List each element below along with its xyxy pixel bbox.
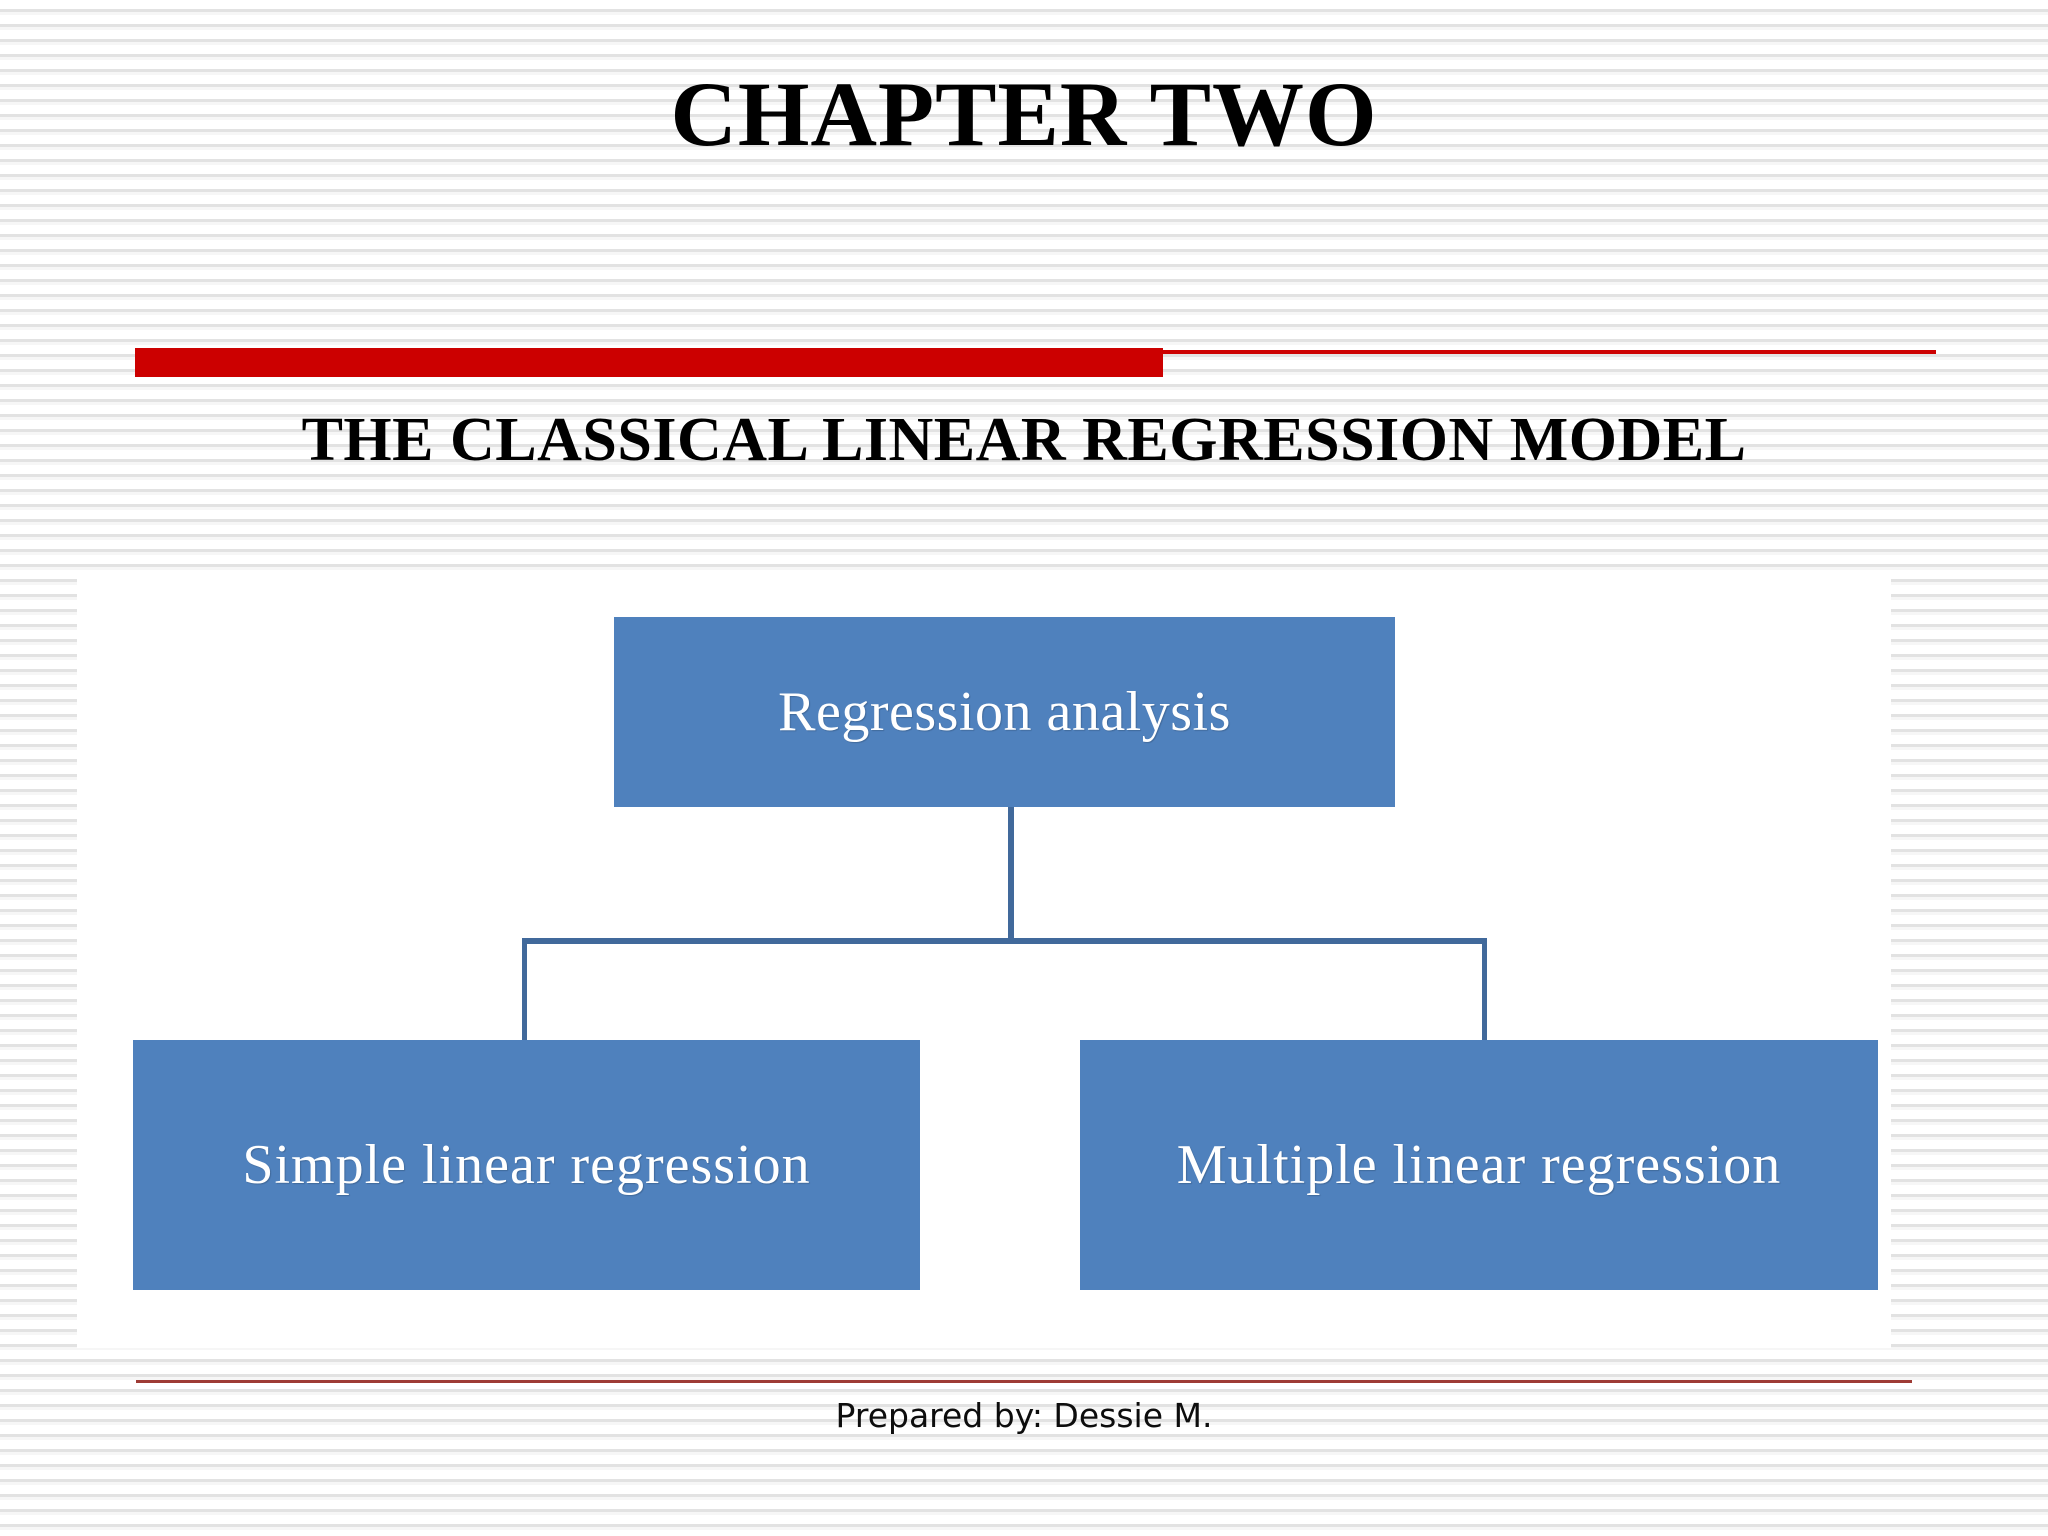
page-subtitle: THE CLASSICAL LINEAR REGRESSION MODEL	[301, 406, 1747, 474]
footer-divider	[136, 1380, 1912, 1383]
connector-drop-right	[1482, 938, 1487, 1042]
diagram-node-label: Multiple linear regression	[1176, 1134, 1782, 1196]
connector-horizontal-bar	[522, 938, 1487, 944]
content-panel: Regression analysis Simple linear regres…	[77, 574, 1891, 1348]
diagram-node-label: Simple linear regression	[242, 1134, 811, 1196]
footer-credit: Prepared by: Dessie M.	[835, 1396, 1213, 1435]
diagram-node-simple-linear-regression[interactable]: Simple linear regression	[133, 1040, 920, 1290]
red-accent-rule	[1160, 350, 1936, 354]
connector-drop-left	[522, 938, 527, 1042]
connector-vertical-stem	[1008, 807, 1014, 943]
red-accent-bar	[135, 348, 1163, 377]
diagram-node-label: Regression analysis	[778, 681, 1231, 743]
page-title: CHAPTER TWO	[670, 63, 1378, 165]
diagram-node-regression-analysis[interactable]: Regression analysis	[614, 617, 1395, 807]
diagram-node-multiple-linear-regression[interactable]: Multiple linear regression	[1080, 1040, 1878, 1290]
